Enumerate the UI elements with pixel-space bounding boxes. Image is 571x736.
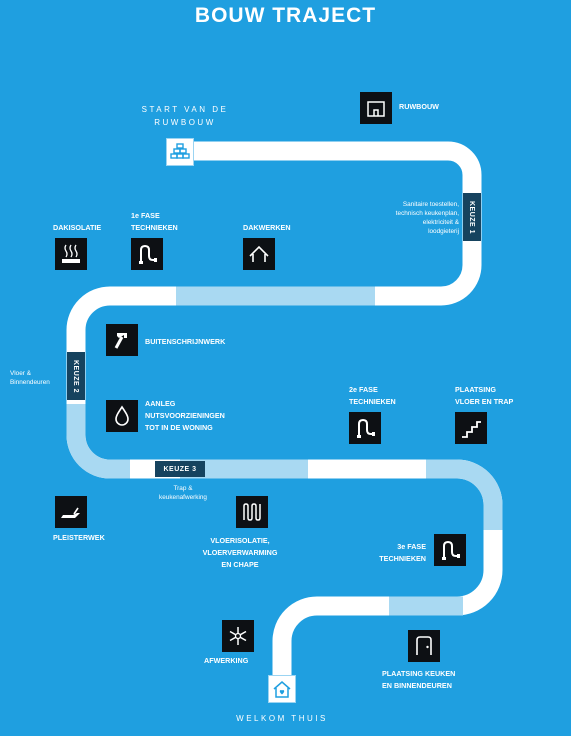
start-label: START VAN DE RUWBOUW bbox=[130, 103, 240, 129]
technieken-2-icon-box bbox=[349, 412, 381, 444]
label-line: EN CHAPE bbox=[221, 560, 259, 569]
keuken-icon-box bbox=[408, 630, 440, 662]
brick-wall-icon bbox=[170, 143, 190, 159]
keuze-3-note: Trap & keukenafwerking bbox=[143, 484, 223, 502]
start-label-line: START VAN DE bbox=[141, 105, 229, 114]
label-line: EN BINNENDEUREN bbox=[382, 681, 452, 690]
vloer-trap-icon-box bbox=[455, 412, 487, 444]
keuze-2-badge: KEUZE 2 bbox=[67, 352, 85, 400]
label-line: PLAATSING KEUKEN bbox=[382, 669, 456, 678]
step-nutsvoorzieningen: AANLEG NUTSVOORZIENINGEN TOT IN DE WONIN… bbox=[145, 398, 225, 434]
page-title: BOUW TRAJECT bbox=[194, 4, 377, 27]
label-line: NUTSVOORZIENINGEN bbox=[145, 411, 225, 420]
vloerisolatie-icon-box bbox=[236, 496, 268, 528]
label-line: 2e FASE bbox=[349, 385, 378, 394]
buitenschrijnwerk-icon-box bbox=[106, 324, 138, 356]
afwerking-icon-box bbox=[222, 620, 254, 652]
trowel-icon bbox=[61, 507, 80, 518]
keuze-1-label: KEUZE 1 bbox=[468, 200, 476, 234]
step-vloer-trap: PLAATSING VLOER EN TRAP bbox=[455, 384, 513, 408]
label-line: AANLEG bbox=[145, 399, 176, 408]
note-line: Vloer & bbox=[10, 370, 31, 377]
label-line: TECHNIEKEN bbox=[379, 554, 426, 563]
label-line: PLAATSING bbox=[455, 385, 496, 394]
pipe-icon bbox=[442, 540, 460, 560]
hammer-icon bbox=[114, 333, 127, 349]
dakwerken-icon-box bbox=[243, 238, 275, 270]
keuze-2-note: Vloer & Binnendeuren bbox=[10, 369, 50, 387]
door-icon bbox=[416, 636, 432, 655]
step-keuken: PLAATSING KEUKEN EN BINNENDEUREN bbox=[382, 668, 455, 692]
roof-icon bbox=[249, 245, 269, 262]
step-vloerisolatie: VLOERISOLATIE, VLOERVERWARMING EN CHAPE bbox=[185, 535, 295, 571]
step-technieken-2: 2e FASE TECHNIEKEN bbox=[349, 384, 396, 408]
step-technieken-1: 1e FASE TECHNIEKEN bbox=[131, 210, 178, 234]
label-line: 1e FASE bbox=[131, 211, 160, 220]
label-line: TECHNIEKEN bbox=[349, 397, 396, 406]
keuze-3-badge: KEUZE 3 bbox=[155, 461, 205, 477]
roof-insulation-icon bbox=[62, 244, 80, 263]
technieken-3-icon-box bbox=[434, 534, 466, 566]
stairs-icon bbox=[462, 421, 481, 438]
step-dakwerken: DAKWERKEN bbox=[243, 223, 291, 232]
ruwbouw-icon-box bbox=[360, 92, 392, 124]
nutsvoorzieningen-icon-box bbox=[106, 400, 138, 432]
note-line: Binnendeuren bbox=[10, 379, 50, 386]
pipe-icon bbox=[357, 418, 375, 438]
end-label: WELKOM THUIS bbox=[236, 714, 328, 723]
house-frame-icon bbox=[367, 101, 385, 117]
snowflake-icon bbox=[229, 627, 247, 645]
water-drop-icon bbox=[115, 405, 129, 426]
keuze-1-badge: KEUZE 1 bbox=[463, 193, 481, 241]
label-line: VLOERISOLATIE, bbox=[210, 536, 270, 545]
note-line: elektriciteit & bbox=[422, 219, 459, 226]
note-line: loodgieterij bbox=[428, 228, 459, 235]
technieken-1-icon-box bbox=[131, 238, 163, 270]
step-technieken-3: 3e FASE TECHNIEKEN bbox=[360, 541, 426, 565]
start-label-line: RUWBOUW bbox=[154, 118, 216, 127]
label-line: 3e FASE bbox=[397, 542, 426, 551]
keuze-3-label: KEUZE 3 bbox=[163, 465, 197, 473]
dakisolatie-icon-box bbox=[55, 238, 87, 270]
note-line: keukenafwerking bbox=[159, 494, 207, 501]
floor-heating-icon bbox=[243, 503, 261, 521]
note-line: Sanitaire toestellen, bbox=[402, 201, 459, 208]
end-node bbox=[268, 675, 296, 703]
step-ruwbouw: RUWBOUW bbox=[399, 102, 439, 111]
label-line: VLOERVERWARMING bbox=[202, 548, 278, 557]
step-dakisolatie: DAKISOLATIE bbox=[53, 223, 102, 232]
keuze-1-note: Sanitaire toestellen, technisch keukenpl… bbox=[375, 200, 459, 236]
home-icon bbox=[273, 681, 291, 698]
pleisterwerk-icon-box bbox=[55, 496, 87, 528]
label-line: TOT IN DE WONING bbox=[145, 423, 213, 432]
note-line: Trap & bbox=[173, 485, 193, 492]
pipe-icon bbox=[139, 244, 157, 264]
step-afwerking: AFWERKING bbox=[204, 656, 249, 665]
label-line: TECHNIEKEN bbox=[131, 223, 178, 232]
keuze-2-label: KEUZE 2 bbox=[72, 359, 80, 393]
step-pleisterwerk: PLEISTERWEK bbox=[53, 533, 105, 542]
label-line: VLOER EN TRAP bbox=[455, 397, 514, 406]
start-node bbox=[166, 138, 194, 166]
step-buitenschrijnwerk: BUITENSCHRIJNWERK bbox=[145, 337, 226, 346]
note-line: technisch keukenplan, bbox=[395, 210, 459, 217]
